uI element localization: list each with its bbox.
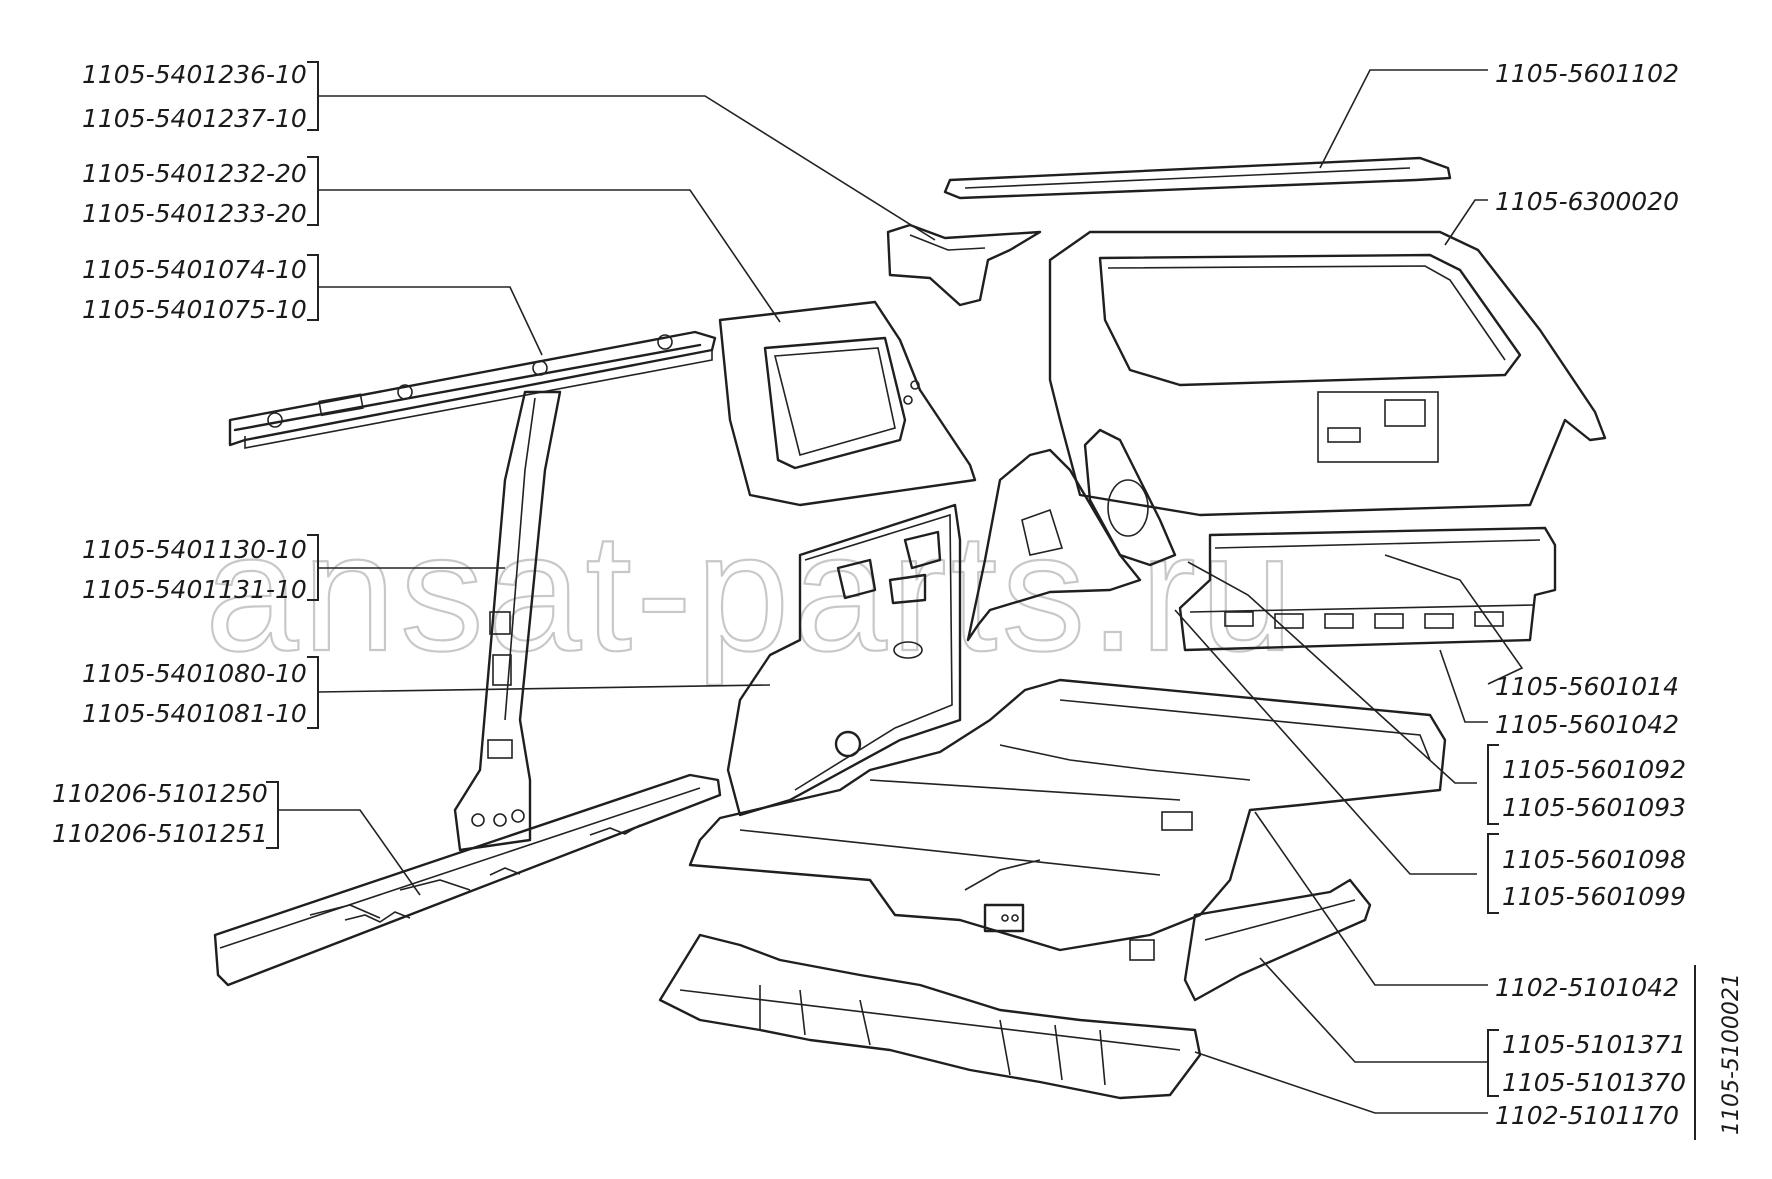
callout-c2: 1105-5401232-20 1105-5401233-20 bbox=[82, 159, 307, 228]
callout-label: 1105-5401131-10 bbox=[82, 575, 307, 604]
callout-c1: 1105-5401236-10 1105-5401237-10 bbox=[82, 60, 307, 133]
callout-c10: 1105-5601042 bbox=[1495, 710, 1679, 739]
callout-c13: 1102-5101042 bbox=[1495, 973, 1679, 1002]
roof-rail-part bbox=[943, 156, 1452, 200]
callout-label: 1105-5401075-10 bbox=[82, 295, 307, 324]
callout-c3: 1105-5401074-10 1105-5401075-10 bbox=[82, 255, 307, 324]
callout-label: 110206-5101250 bbox=[52, 779, 268, 808]
floor-cross-reinforcement-part bbox=[658, 933, 1202, 1100]
callout-label: 1105-5401074-10 bbox=[82, 255, 307, 284]
callout-label: 1105-5601098 bbox=[1502, 845, 1686, 874]
callout-label: 1105-5401237-10 bbox=[82, 104, 307, 133]
leader-lines bbox=[278, 69, 1524, 1114]
callout-label: 1105-5401233-20 bbox=[82, 199, 307, 228]
callout-label: 1105-5401080-10 bbox=[82, 659, 307, 688]
callout-c4: 1105-5401130-10 1105-5401131-10 bbox=[82, 535, 307, 604]
rear-floor-pan-part bbox=[688, 678, 1447, 961]
callout-label: 110206-5101251 bbox=[52, 819, 268, 848]
b-pillar-part bbox=[453, 390, 562, 852]
d-pillar-inner-part bbox=[966, 428, 1177, 642]
callout-label: 1105-5601102 bbox=[1495, 59, 1679, 88]
callout-c12: 1105-5601098 1105-5601099 bbox=[1502, 845, 1686, 911]
callout-label: 1105-5601093 bbox=[1502, 793, 1686, 822]
callout-c9: 1105-5601014 bbox=[1495, 672, 1679, 701]
callout-label: 1102-5101170 bbox=[1495, 1101, 1679, 1130]
callout-label: 1105-5601014 bbox=[1495, 672, 1679, 701]
callout-label: 1105-5601092 bbox=[1502, 755, 1686, 784]
watermark: ansat-parts.ru bbox=[205, 498, 1297, 686]
callout-c14: 1105-5101371 1105-5101370 bbox=[1502, 1030, 1686, 1097]
callout-c11: 1105-5601092 1105-5601093 bbox=[1502, 755, 1686, 822]
callout-label: 1105-5401232-20 bbox=[82, 159, 307, 188]
callout-c6: 110206-5101250 110206-5101251 bbox=[52, 779, 268, 848]
callout-c5: 1105-5401080-10 1105-5401081-10 bbox=[82, 659, 307, 728]
callout-label: 1105-5401236-10 bbox=[82, 60, 307, 89]
quarter-window-panel-part bbox=[718, 300, 977, 507]
callout-label: 1105-6300020 bbox=[1495, 187, 1679, 216]
callout-label: 1105-5401081-10 bbox=[82, 699, 307, 728]
tailgate-part bbox=[1048, 230, 1607, 517]
callout-c8: 1105-6300020 bbox=[1495, 187, 1679, 216]
callout-label: 1105-5101371 bbox=[1502, 1030, 1686, 1059]
callout-label: 1105-5601099 bbox=[1502, 882, 1686, 911]
callout-label: 1105-5401130-10 bbox=[82, 535, 307, 564]
rocker-panel-part bbox=[213, 773, 722, 987]
callout-label: 1105-5101370 bbox=[1502, 1068, 1686, 1097]
callout-label: 1105-5601042 bbox=[1495, 710, 1679, 739]
roof-side-rail-part bbox=[228, 330, 717, 449]
rear-side-member-part bbox=[1183, 878, 1372, 1002]
callout-label: 1102-5101042 bbox=[1495, 973, 1679, 1002]
label-brackets bbox=[266, 61, 1696, 1140]
callout-c15: 1102-5101170 bbox=[1495, 1101, 1679, 1130]
drawing-code: 1105-5100021 bbox=[1719, 973, 1744, 1135]
upper-pillar-bracket-part bbox=[886, 223, 1042, 307]
callout-c7: 1105-5601102 bbox=[1495, 59, 1679, 88]
